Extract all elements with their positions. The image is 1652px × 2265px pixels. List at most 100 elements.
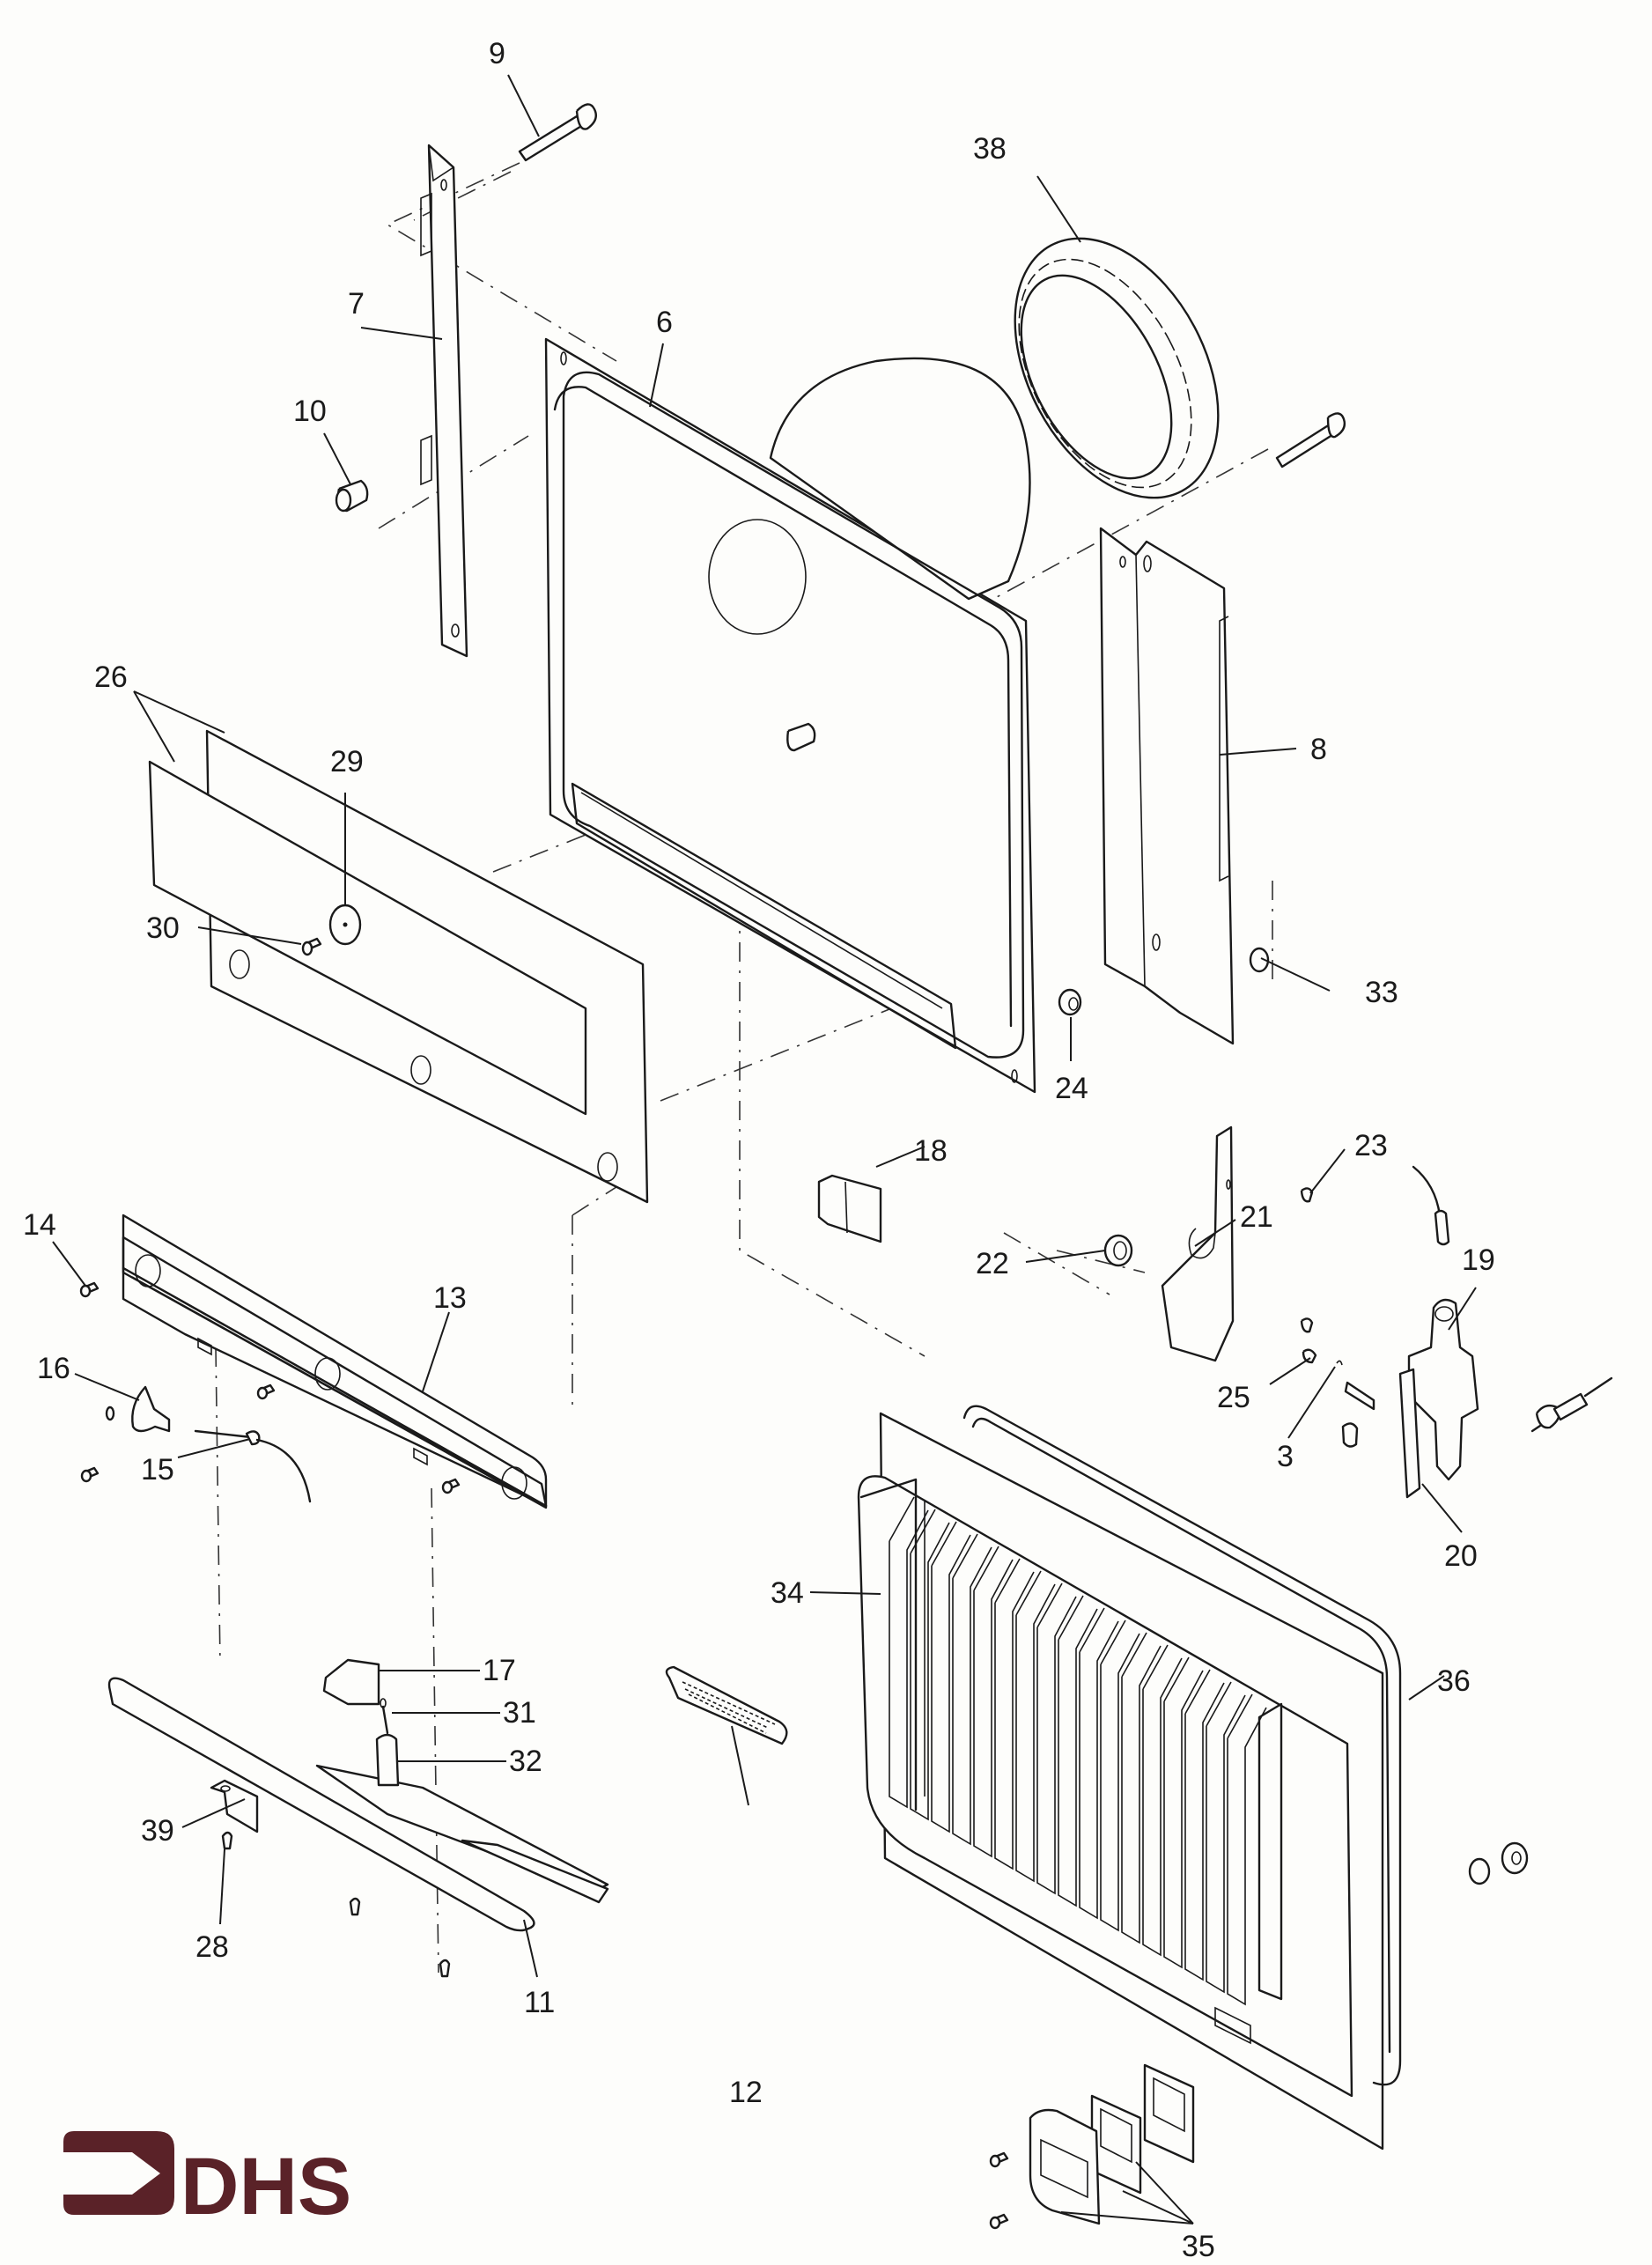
callout-22: 22 <box>976 1247 1009 1280</box>
callout-25: 25 <box>1217 1381 1250 1414</box>
callout-14: 14 <box>23 1208 56 1242</box>
part-39-clip <box>210 1779 259 1833</box>
part-12-screen <box>665 1665 788 1745</box>
fin <box>973 1546 1014 1858</box>
callout-23: 23 <box>1354 1129 1388 1162</box>
callout-31: 31 <box>503 1696 536 1730</box>
part-6-back-panel <box>544 337 1036 1094</box>
callout-labels: 9 7 10 6 38 8 33 24 26 29 30 14 13 16 15… <box>23 37 1495 2263</box>
arrow-right-icon <box>63 2131 174 2215</box>
callout-9: 9 <box>489 37 505 70</box>
callout-15: 15 <box>141 1453 174 1487</box>
part-8-side-bracket <box>1099 527 1235 1045</box>
part-11-burner <box>107 1677 609 1932</box>
part-3-clip <box>1336 1360 1343 1366</box>
washer-pair <box>1468 1841 1529 1885</box>
small-screw <box>439 1959 451 1978</box>
part-35-cover-gaskets <box>1029 2063 1195 2225</box>
callout-39: 39 <box>141 1814 174 1848</box>
part-7-strap <box>420 144 468 658</box>
fin <box>1227 1693 1267 2006</box>
part-32-electrode <box>375 1733 400 1787</box>
fin <box>1058 1595 1098 1907</box>
fin <box>889 1496 929 1809</box>
part-36-gasket <box>962 1405 1402 2086</box>
fin <box>1184 1669 1225 1981</box>
part-24-grommet <box>1058 988 1082 1016</box>
callout-13: 13 <box>433 1281 467 1315</box>
fin <box>994 1558 1035 1870</box>
thermocouple-connector <box>1530 1376 1613 1433</box>
part-18-bracket <box>817 1174 882 1243</box>
pilot-tube <box>1412 1165 1450 1246</box>
callout-6: 6 <box>656 306 673 339</box>
fin <box>1015 1570 1056 1883</box>
callout-16: 16 <box>37 1352 70 1385</box>
part-17-clip <box>322 1658 380 1706</box>
part-14-screw <box>79 1281 100 1298</box>
part-26-shield-plate <box>148 729 649 1204</box>
fin <box>1100 1619 1140 1932</box>
part-10-nut <box>335 479 369 513</box>
part-31-electrode-wire <box>380 1698 389 1735</box>
part-34-openings <box>1214 1702 1283 2045</box>
callout-33: 33 <box>1365 976 1398 1009</box>
small-screw <box>256 1383 276 1400</box>
part-bolt-right <box>1275 412 1346 468</box>
small-screw <box>80 1466 100 1483</box>
fin <box>931 1521 971 1833</box>
part-22-grommet <box>1103 1234 1133 1267</box>
fin <box>1121 1632 1162 1944</box>
callout-21: 21 <box>1240 1200 1273 1234</box>
small-screw <box>989 2151 1009 2168</box>
part-16-bracket <box>105 1385 171 1433</box>
callout-17: 17 <box>483 1654 516 1687</box>
heat-exchanger-fins <box>889 1496 1267 2006</box>
part-19-gas-valve <box>1341 1298 1479 1481</box>
part-9-bolt <box>518 103 597 162</box>
callout-34: 34 <box>771 1576 804 1610</box>
part-29-washer <box>328 904 362 946</box>
small-screw <box>989 2213 1009 2230</box>
fin <box>910 1509 950 1821</box>
part-25-screw <box>1302 1348 1317 1364</box>
leader-lines <box>52 74 1477 2224</box>
part-33-grommet <box>1249 947 1270 973</box>
callout-36: 36 <box>1437 1664 1471 1698</box>
small-screw <box>441 1478 461 1494</box>
callout-26: 26 <box>94 660 128 694</box>
part-15-thermocouple <box>194 1429 312 1503</box>
callout-28: 28 <box>195 1930 229 1964</box>
part-spacer-center <box>786 722 816 752</box>
fin <box>1079 1607 1119 1920</box>
callout-7: 7 <box>348 287 365 321</box>
callout-20: 20 <box>1444 1539 1478 1573</box>
part-23-screw <box>1300 1187 1314 1203</box>
part-20-valve-plate <box>1398 1368 1421 1499</box>
callout-12: 12 <box>729 2076 763 2109</box>
callout-3: 3 <box>1277 1440 1294 1473</box>
callout-32: 32 <box>509 1745 542 1778</box>
fin <box>1142 1644 1183 1957</box>
callout-19: 19 <box>1462 1243 1495 1277</box>
callout-18: 18 <box>914 1134 948 1168</box>
callout-10: 10 <box>293 395 327 428</box>
small-screw <box>1300 1317 1314 1333</box>
callout-24: 24 <box>1055 1072 1088 1105</box>
part-13-burner-bracket <box>122 1214 548 1509</box>
callout-38: 38 <box>973 132 1007 166</box>
part-30-screw <box>301 937 322 956</box>
dhs-logo: DHS <box>63 2131 351 2232</box>
callout-11: 11 <box>524 1986 555 2019</box>
callout-30: 30 <box>146 911 180 945</box>
fin <box>952 1533 992 1846</box>
part-38-flue-ring <box>1014 237 1220 499</box>
logo-text: DHS <box>181 2142 351 2232</box>
callout-35: 35 <box>1182 2230 1215 2263</box>
fin <box>1036 1583 1077 1895</box>
callout-29: 29 <box>330 745 364 778</box>
small-screw <box>349 1897 361 1916</box>
part-34-heat-exchanger <box>857 1412 1384 2151</box>
fin <box>1163 1656 1204 1969</box>
